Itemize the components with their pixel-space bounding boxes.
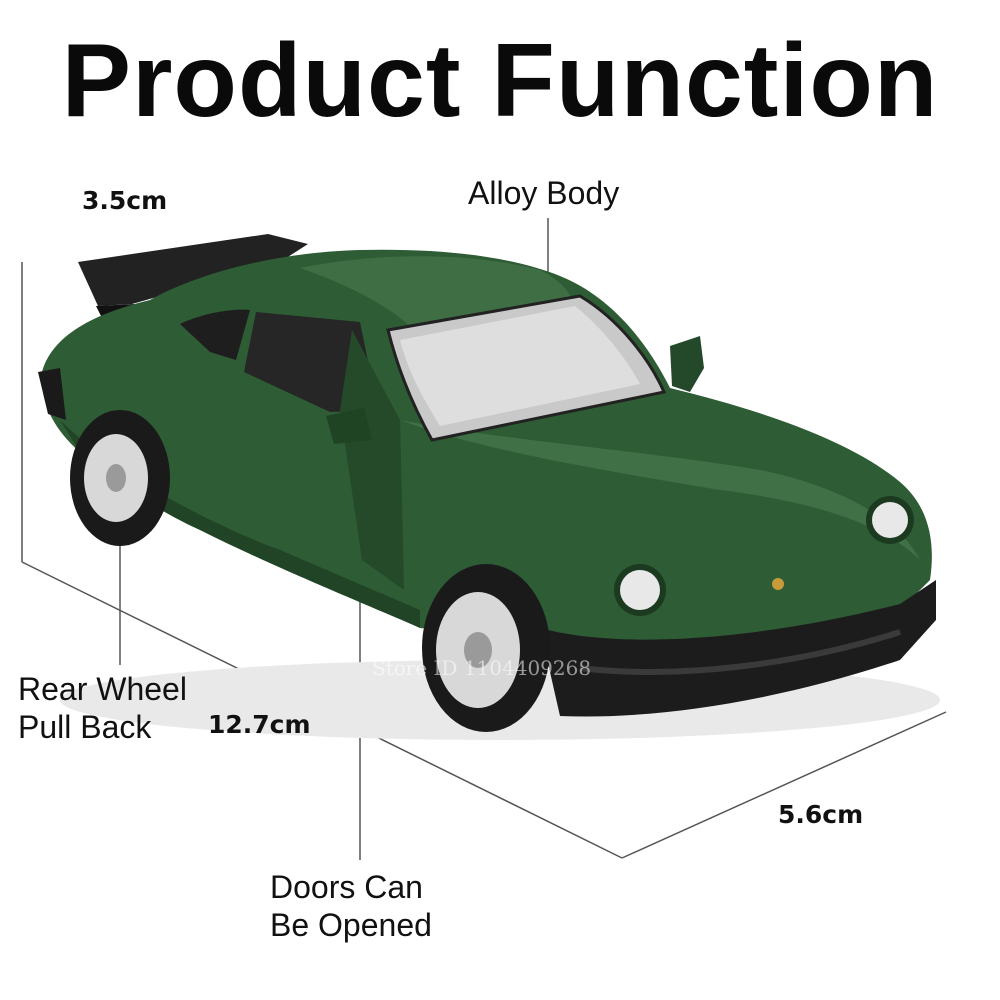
height-dimension: 3.5cm — [82, 186, 168, 215]
rear-bumper — [38, 368, 66, 420]
rear-hub — [106, 464, 126, 492]
front-hub — [464, 632, 492, 668]
front-bumper — [540, 580, 936, 717]
rear-side-window — [180, 309, 250, 360]
length-dimension: 12.7cm — [208, 710, 311, 739]
open-door — [340, 330, 404, 590]
rear-wheel-label: Rear Wheel Pull Back — [18, 671, 187, 745]
hood-badge — [772, 578, 784, 590]
hood-highlight — [400, 420, 920, 560]
windshield-glare — [400, 306, 640, 426]
right-headlight — [872, 502, 908, 538]
alloy-body-label: Alloy Body — [468, 175, 620, 211]
left-mirror — [326, 408, 372, 444]
doors-label: Doors Can Be Opened — [270, 869, 432, 943]
watermark: Store ID 1104409268 — [372, 656, 592, 680]
page-title: Product Function — [61, 23, 939, 139]
left-headlight — [620, 570, 660, 610]
body-lower-shadow — [60, 420, 420, 628]
width-line — [621, 711, 947, 859]
right-mirror — [670, 336, 704, 392]
width-dimension: 5.6cm — [778, 800, 864, 829]
bumper-stripe — [579, 629, 901, 675]
rear-spoiler — [78, 234, 308, 306]
